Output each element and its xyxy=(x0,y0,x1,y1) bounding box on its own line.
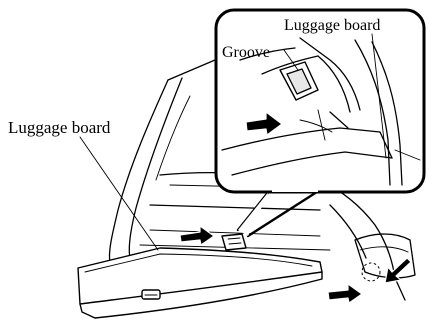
slide-arrow-icon xyxy=(328,284,362,303)
push-down-arrow-icon xyxy=(385,258,411,283)
groove-label: Groove xyxy=(222,44,270,61)
luggage-board-main-leader xyxy=(80,137,158,250)
luggage-board-inset-label: Luggage board xyxy=(284,17,380,34)
insert-arrow-icon xyxy=(180,226,214,245)
luggage-board-main-label: Luggage board xyxy=(8,118,111,137)
luggage-board-main xyxy=(78,248,322,318)
board-handle-icon xyxy=(142,290,160,299)
